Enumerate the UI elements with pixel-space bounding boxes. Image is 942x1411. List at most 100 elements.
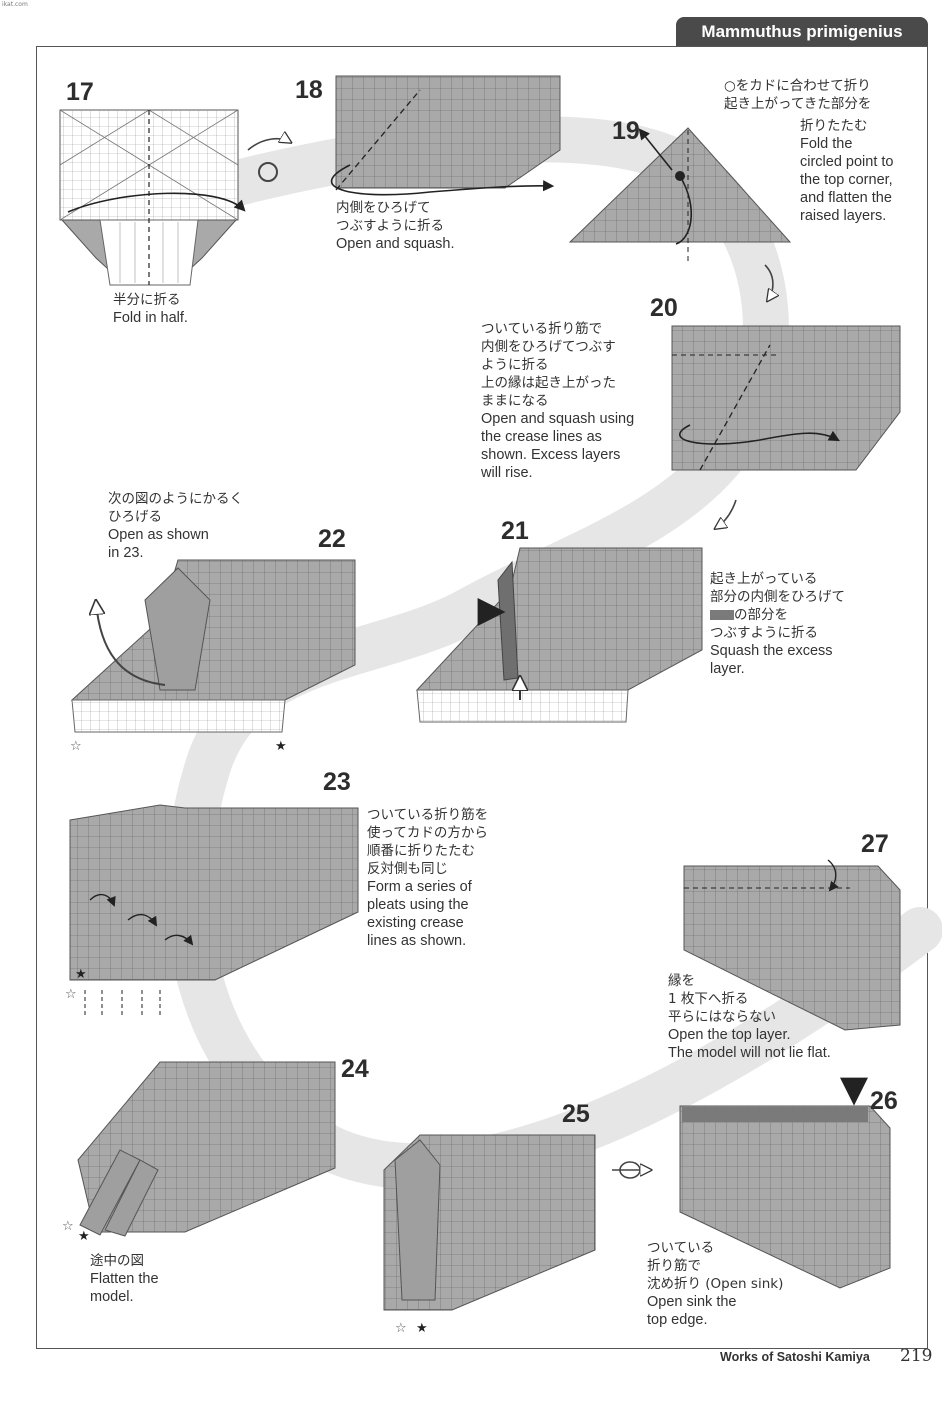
step-number-23: 23 bbox=[323, 768, 351, 796]
step21-en-1: Squash the excess bbox=[710, 643, 833, 659]
svg-text:☆: ☆ bbox=[70, 739, 82, 754]
step23-jp-3: 順番に折りたたむ bbox=[367, 843, 475, 859]
svg-text:☆: ☆ bbox=[395, 1321, 407, 1336]
step21-jp-3: の部分を bbox=[734, 607, 788, 623]
svg-text:★: ★ bbox=[75, 967, 87, 982]
step18-caption: 内側をひろげて つぶすように折る Open and squash. bbox=[336, 199, 455, 253]
step17-caption: 半分に折る Fold in half. bbox=[113, 291, 188, 327]
step-number-26: 26 bbox=[870, 1087, 898, 1115]
step21-jp-4: つぶすように折る bbox=[710, 625, 818, 641]
footer-credit: Works of Satoshi Kamiya bbox=[720, 1350, 870, 1364]
step20-en-3: shown. Excess layers bbox=[481, 447, 621, 463]
step22-en-1: Open as shown bbox=[108, 527, 209, 543]
step24-en-1: Flatten the bbox=[90, 1271, 159, 1287]
step20-jp-1: ついている折り筋で bbox=[481, 321, 603, 337]
step26-figure bbox=[679, 1077, 891, 1289]
svg-text:★: ★ bbox=[416, 1321, 428, 1336]
step27-jp-3: 平らにはならない bbox=[668, 1009, 776, 1025]
site-tag: ikat.com bbox=[2, 1, 28, 8]
svg-text:☆: ☆ bbox=[65, 987, 77, 1002]
step24-jp: 途中の図 bbox=[90, 1253, 144, 1269]
step-number-17: 17 bbox=[66, 78, 94, 106]
step27-en-1: Open the top layer. bbox=[668, 1027, 791, 1043]
step20-jp-5: ままになる bbox=[481, 393, 549, 409]
step20-en-4: will rise. bbox=[481, 465, 533, 481]
step19-jp-1: ○をカドに合わせて折り bbox=[724, 78, 871, 94]
step26-jp-3: 沈め折り (Open sink) bbox=[647, 1276, 784, 1292]
step-number-20: 20 bbox=[650, 294, 678, 322]
step21-figure bbox=[415, 547, 703, 723]
step26-jp-1: ついている bbox=[647, 1240, 715, 1256]
step27-caption: 縁を 1 枚下へ折る 平らにはならない Open the top layer. … bbox=[668, 972, 831, 1062]
step18-figure bbox=[330, 75, 561, 196]
step18-jp-2: つぶすように折る bbox=[336, 218, 444, 234]
step20-jp-3: ように折る bbox=[481, 357, 549, 373]
step18-jp-1: 内側をひろげて bbox=[336, 200, 431, 216]
step20-caption: ついている折り筋で 内側をひろげてつぶす ように折る 上の縁は起き上がった まま… bbox=[481, 320, 634, 482]
page-number: 219 bbox=[900, 1346, 933, 1366]
step23-jp-1: ついている折り筋を bbox=[367, 807, 489, 823]
step23-caption: ついている折り筋を 使ってカドの方から 順番に折りたたむ 反対側も同じ Form… bbox=[367, 806, 488, 950]
step19-caption-en: 折りたたむ Fold the circled point to the top … bbox=[800, 117, 894, 225]
step21-en-2: layer. bbox=[710, 661, 745, 677]
step24-caption: 途中の図 Flatten the model. bbox=[90, 1252, 159, 1306]
step20-en-1: Open and squash using bbox=[481, 411, 635, 427]
step27-jp-2: 1 枚下へ折る bbox=[668, 991, 749, 1007]
step-number-27: 27 bbox=[861, 830, 889, 858]
step-number-19: 19 bbox=[612, 117, 640, 145]
step25-figure: ☆ ★ bbox=[383, 1134, 650, 1336]
step19-en-1: Fold the bbox=[800, 136, 853, 152]
step23-en-4: lines as shown. bbox=[367, 933, 467, 949]
step22-jp-1: 次の図のようにかるく bbox=[108, 491, 243, 507]
step-number-24: 24 bbox=[341, 1055, 369, 1083]
step23-figure: ★ ☆ bbox=[65, 804, 359, 1015]
step26-jp-2: 折り筋で bbox=[647, 1258, 701, 1274]
shaded-swatch bbox=[710, 610, 734, 620]
step19-figure bbox=[568, 127, 792, 300]
svg-text:★: ★ bbox=[275, 739, 287, 754]
step26-caption: ついている 折り筋で 沈め折り (Open sink) Open sink th… bbox=[647, 1239, 783, 1329]
step20-jp-4: 上の縁は起き上がった bbox=[481, 375, 616, 391]
step21-jp-1: 起き上がっている bbox=[710, 571, 818, 587]
step19-en-5: raised layers. bbox=[800, 208, 887, 224]
step-number-22: 22 bbox=[318, 525, 346, 553]
step-number-21: 21 bbox=[501, 517, 529, 545]
step17-figure bbox=[59, 109, 290, 286]
page-title: Mammuthus primigenius bbox=[676, 17, 928, 47]
step22-caption: 次の図のようにかるく ひろげる Open as shown in 23. bbox=[108, 490, 243, 562]
step27-figure bbox=[683, 859, 901, 1031]
step24-figure: ☆ ★ bbox=[62, 1061, 336, 1244]
step19-jp-2: 起き上がってきた部分を bbox=[724, 96, 872, 112]
step23-en-2: pleats using the bbox=[367, 897, 469, 913]
step22-en-2: in 23. bbox=[108, 545, 144, 561]
step-number-25: 25 bbox=[562, 1100, 590, 1128]
step26-en-2: top edge. bbox=[647, 1312, 708, 1328]
step24-en-2: model. bbox=[90, 1289, 134, 1305]
step20-en-2: the crease lines as bbox=[481, 429, 602, 445]
step23-jp-2: 使ってカドの方から bbox=[367, 825, 488, 841]
step18-en: Open and squash. bbox=[336, 236, 455, 252]
step19-caption-jp: ○をカドに合わせて折り 起き上がってきた部分を bbox=[724, 77, 871, 113]
step21-caption: 起き上がっている 部分の内側をひろげて の部分を つぶすように折る Squash… bbox=[710, 570, 845, 678]
step23-en-3: existing crease bbox=[367, 915, 464, 931]
step17-en: Fold in half. bbox=[113, 310, 188, 326]
step22-jp-2: ひろげる bbox=[108, 509, 162, 525]
step26-en-1: Open sink the bbox=[647, 1294, 737, 1310]
step23-jp-4: 反対側も同じ bbox=[367, 861, 448, 877]
svg-text:★: ★ bbox=[78, 1229, 90, 1244]
step21-jp-2: 部分の内側をひろげて bbox=[710, 589, 845, 605]
step19-en-3: the top corner, bbox=[800, 172, 893, 188]
diagram-frame bbox=[36, 46, 928, 1349]
step19-en-4: and flatten the bbox=[800, 190, 892, 206]
step20-figure bbox=[671, 325, 901, 528]
step22-figure: ☆ ★ bbox=[70, 559, 356, 754]
step23-en-1: Form a series of bbox=[367, 879, 472, 895]
step27-en-2: The model will not lie flat. bbox=[668, 1045, 831, 1061]
step19-en-2: circled point to bbox=[800, 154, 894, 170]
step19-jp-3: 折りたたむ bbox=[800, 118, 868, 134]
step-number-18: 18 bbox=[295, 76, 323, 104]
step20-jp-2: 内側をひろげてつぶす bbox=[481, 339, 616, 355]
step27-jp-1: 縁を bbox=[668, 973, 695, 989]
step21-jp-3-row: の部分を bbox=[710, 606, 845, 624]
